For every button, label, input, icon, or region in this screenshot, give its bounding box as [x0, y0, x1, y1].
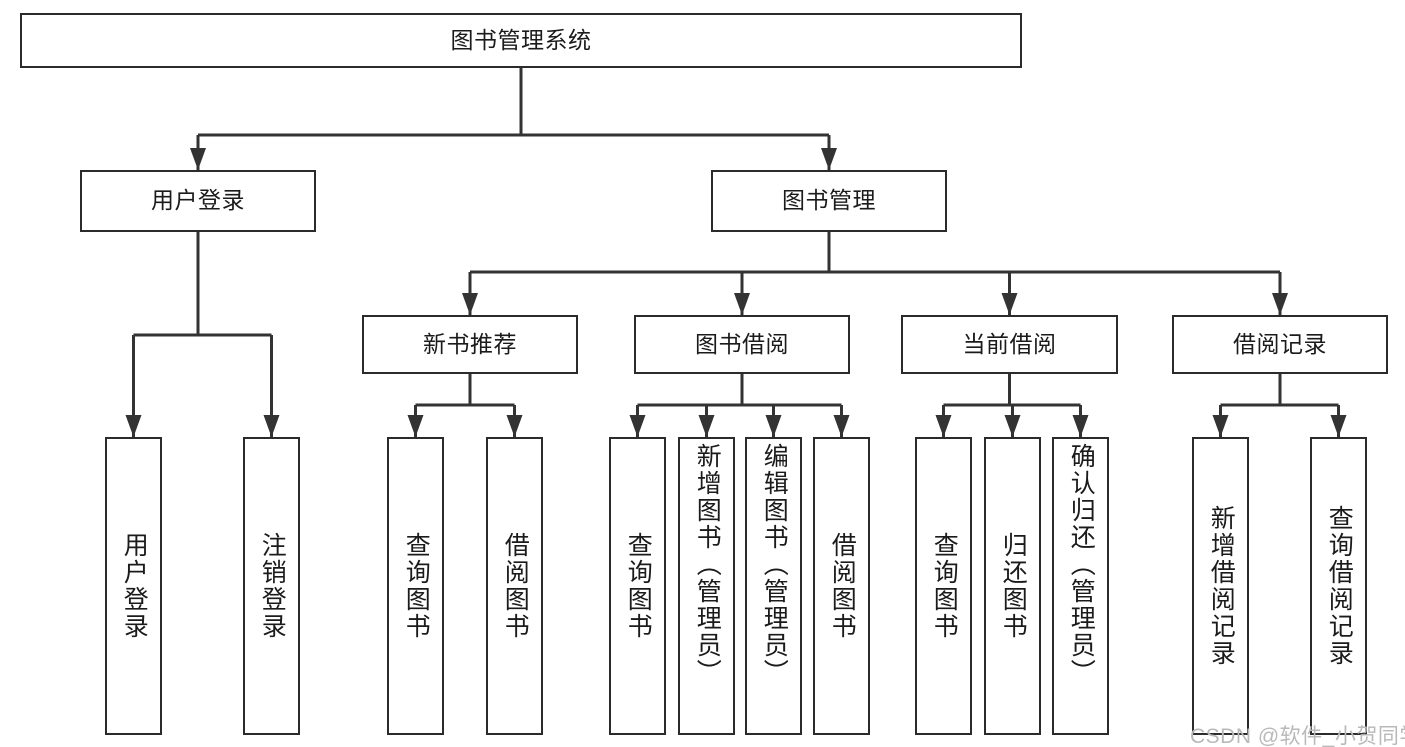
node-root[interactable]: 图书管理系统	[20, 13, 1022, 68]
node-leaf-add-record[interactable]: 新增借阅记录	[1192, 437, 1249, 735]
node-leaf-query-book-1[interactable]: 查询图书	[387, 437, 444, 735]
arrowhead-icon	[833, 415, 850, 437]
arrowhead-icon	[125, 415, 142, 437]
node-label: 借阅图书	[501, 532, 530, 640]
node-label: 新增图书（管理员）	[693, 443, 722, 686]
arrowhead-icon	[1001, 293, 1018, 315]
arrowhead-icon	[734, 293, 750, 315]
node-label: 新增借阅记录	[1207, 505, 1236, 667]
node-label: 注销登录	[258, 532, 287, 640]
node-borrow-record[interactable]: 借阅记录	[1172, 315, 1388, 374]
node-leaf-query-book-2[interactable]: 查询图书	[609, 437, 666, 735]
arrowhead-icon	[263, 415, 280, 437]
node-label: 图书管理	[782, 187, 876, 214]
node-label: 查询图书	[624, 532, 653, 640]
node-label: 当前借阅	[962, 330, 1057, 357]
node-label: 借阅记录	[1233, 330, 1327, 357]
node-label: 归还图书	[999, 532, 1028, 640]
node-leaf-user-logout[interactable]: 注销登录	[243, 437, 300, 735]
node-leaf-query-book-3[interactable]: 查询图书	[915, 437, 972, 735]
arrowhead-icon	[407, 415, 424, 437]
node-label: 用户登录	[120, 532, 149, 640]
arrowhead-icon	[1272, 293, 1288, 315]
node-leaf-borrow-book-1[interactable]: 借阅图书	[486, 437, 543, 735]
node-leaf-query-record[interactable]: 查询借阅记录	[1310, 437, 1367, 735]
arrowhead-icon	[698, 415, 715, 437]
node-label: 确认归还（管理员）	[1067, 443, 1096, 686]
arrowhead-icon	[1004, 415, 1021, 437]
node-book-borrow[interactable]: 图书借阅	[634, 315, 850, 374]
node-leaf-edit-book[interactable]: 编辑图书（管理员）	[745, 437, 802, 735]
node-user-login[interactable]: 用户登录	[80, 170, 316, 232]
node-leaf-return-book[interactable]: 归还图书	[984, 437, 1041, 735]
arrowhead-icon	[629, 415, 646, 437]
node-label: 编辑图书（管理员）	[760, 443, 789, 686]
node-label: 查询借阅记录	[1325, 505, 1354, 667]
node-label: 查询图书	[402, 532, 431, 640]
arrowhead-icon	[935, 415, 952, 437]
node-label: 图书管理系统	[450, 26, 592, 53]
node-current-borrow[interactable]: 当前借阅	[901, 315, 1118, 374]
arrowhead-icon	[190, 148, 206, 170]
node-leaf-add-book[interactable]: 新增图书（管理员）	[678, 437, 735, 735]
arrowhead-icon	[1072, 415, 1089, 437]
arrowhead-icon	[1212, 415, 1229, 437]
node-leaf-user-login[interactable]: 用户登录	[105, 437, 162, 735]
arrowhead-icon	[821, 148, 837, 170]
node-label: 图书借阅	[695, 330, 789, 357]
node-book-manage[interactable]: 图书管理	[711, 170, 947, 232]
arrowhead-icon	[765, 415, 782, 437]
node-label: 用户登录	[151, 187, 245, 214]
arrowhead-icon	[462, 293, 478, 315]
node-label: 查询图书	[930, 532, 959, 640]
node-leaf-borrow-book-2[interactable]: 借阅图书	[813, 437, 870, 735]
node-label: 新书推荐	[423, 330, 517, 357]
node-leaf-confirm-return[interactable]: 确认归还（管理员）	[1052, 437, 1109, 735]
node-label: 借阅图书	[828, 532, 857, 640]
arrowhead-icon	[1330, 415, 1347, 437]
arrowhead-icon	[506, 415, 523, 437]
node-new-book-rec[interactable]: 新书推荐	[362, 315, 578, 374]
